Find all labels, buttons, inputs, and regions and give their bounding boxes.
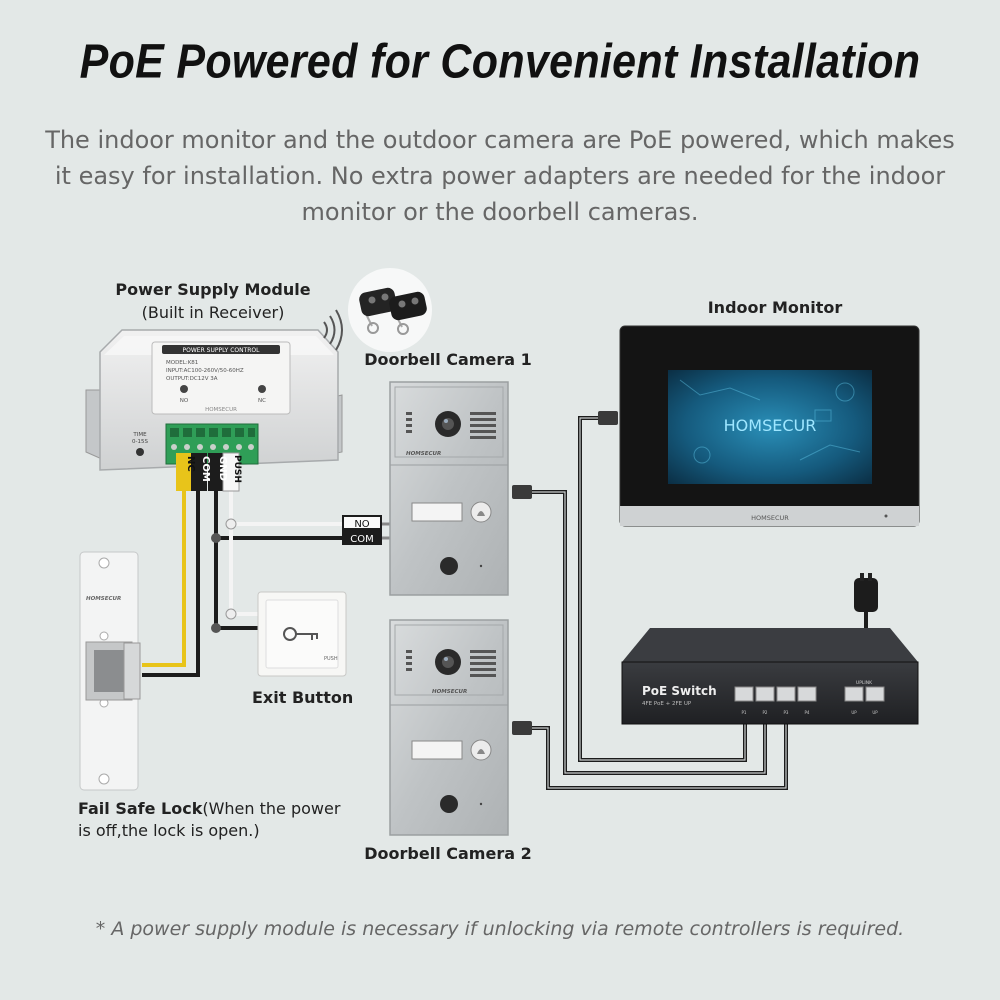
cable-doorbell1-inner <box>525 491 766 774</box>
doorbell2-label: Doorbell Camera 2 <box>364 844 532 863</box>
page-subtitle: The indoor monitor and the outdoor camer… <box>45 126 955 226</box>
monitor-bezel-brand: HOMSECUR <box>751 514 789 522</box>
lock-label-rest: (When the power <box>202 799 341 818</box>
doorbell2-brand: HOMSECUR <box>432 689 467 695</box>
page-title: PoE Powered for Convenient Installation <box>79 35 921 89</box>
key-icon <box>283 627 318 641</box>
psu-brand: HOMSECUR <box>205 407 237 413</box>
cable-monitor-inner <box>579 417 746 761</box>
terminal-push-label: PUSH <box>232 455 242 483</box>
fail-safe-lock-label: Fail Safe Lock(When the power is off,the… <box>78 798 340 842</box>
power-supply-name: Power Supply Module <box>115 280 311 299</box>
switch-port-3: P3 <box>784 710 789 715</box>
cable-doorbell2-inner <box>525 706 787 789</box>
exit-button-label: Exit Button <box>252 688 354 707</box>
psu-panel-title: POWER SUPPLY CONTROL <box>183 347 261 354</box>
remote-key-fob-icon <box>348 268 432 352</box>
wire-tag-com: COM <box>350 534 373 545</box>
switch-uplink-label: UPLINK <box>856 680 873 686</box>
switch-uplink-port-1: UP <box>851 710 857 715</box>
psu-input: INPUT:AC100-260V/50-60HZ <box>166 368 244 374</box>
power-supply-label: Power Supply Module (Built in Receiver) <box>100 278 326 324</box>
monitor-screen-brand: HOMSECUR <box>724 416 817 435</box>
wire-gnd-black <box>214 490 258 630</box>
switch-port-2: P2 <box>763 710 768 715</box>
terminal-gnd-label: GND <box>217 456 228 481</box>
wire-tag-no: NO <box>354 519 369 530</box>
doorbell1-label: Doorbell Camera 1 <box>364 350 532 369</box>
switch-port-4: P4 <box>805 710 810 715</box>
indoor-monitor-label: Indoor Monitor <box>707 298 843 317</box>
doorbell1-brand: HOMSECUR <box>406 451 441 457</box>
psu-output: OUTPUT:DC12V 3A <box>166 376 218 382</box>
lock-label-line2: is off,the lock is open.) <box>78 821 260 840</box>
fail-safe-lock: HOMSECUR <box>79 551 141 791</box>
exit-button-face-text: PUSH <box>324 656 338 662</box>
doorbell-camera-1: HOMSECUR <box>389 381 509 596</box>
psu-model: MODEL:K81 <box>166 360 198 366</box>
psu-btn-nc: NC <box>258 398 266 404</box>
psu-time-value: 0-15S <box>132 439 148 445</box>
power-plug-icon <box>854 578 878 612</box>
indoor-monitor: HOMSECUR HOMSECUR <box>619 325 920 527</box>
terminal-nc-label: NC <box>185 456 196 472</box>
footnote: * A power supply module is necessary if … <box>95 918 905 940</box>
lock-label-bold: Fail Safe Lock <box>78 799 203 818</box>
power-supply-note: (Built in Receiver) <box>141 303 285 322</box>
terminal-com-label: COM <box>200 456 211 482</box>
exit-button-device: PUSH <box>257 591 347 677</box>
psu-time-label: TIME <box>132 432 147 438</box>
lock-brand: HOMSECUR <box>86 596 121 602</box>
doorbell-camera-2: HOMSECUR <box>389 619 509 836</box>
poe-switch: PoE Switch 4FE PoE + 2FE UP UPLINK P1 P2… <box>621 573 919 725</box>
wire-com-black <box>142 490 200 677</box>
psu-btn-no: NO <box>180 398 189 404</box>
switch-uplink-port-2: UP <box>872 710 878 715</box>
switch-port-1: P1 <box>742 710 747 715</box>
wireless-signal-icon <box>323 309 343 351</box>
wire-push-white <box>229 490 258 616</box>
power-supply-module: POWER SUPPLY CONTROL MODEL:K81 INPUT:AC1… <box>85 329 343 492</box>
switch-name: PoE Switch <box>642 684 717 698</box>
switch-spec: 4FE PoE + 2FE UP <box>642 701 692 707</box>
wire-nc-yellow <box>142 490 186 667</box>
